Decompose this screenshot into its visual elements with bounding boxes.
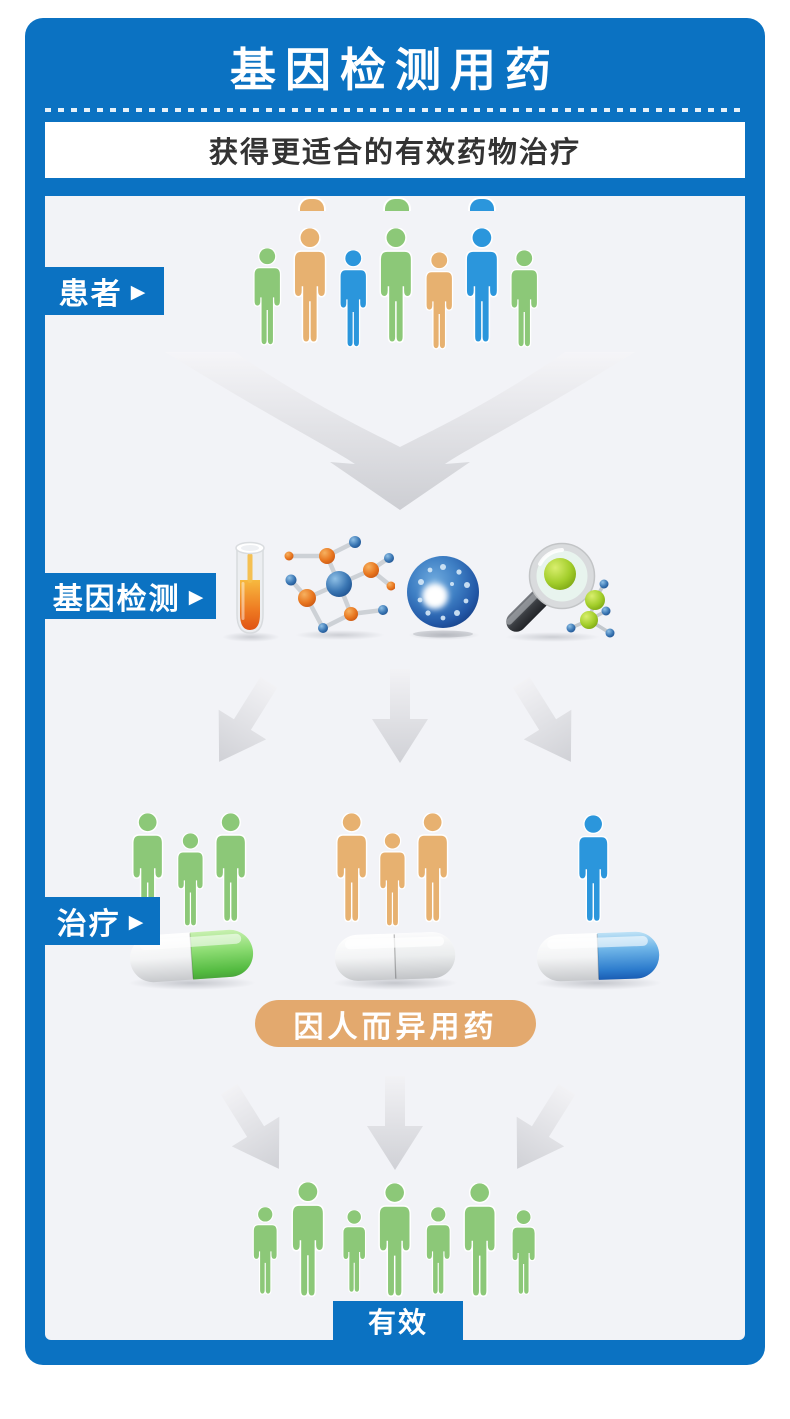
treatment-label-text: 治疗 <box>56 908 121 941</box>
green-capsule <box>129 929 254 983</box>
magnifier-molecule-icon <box>506 542 615 638</box>
subtitle-text: 获得更适合的有效药物治疗 <box>208 137 581 169</box>
white-capsule <box>334 932 456 981</box>
treatment-label: 治疗 ▶ <box>40 897 160 945</box>
molecule-network-icon <box>284 536 395 633</box>
person-icon <box>208 813 253 925</box>
person-icon <box>458 228 506 346</box>
icon-shadow <box>295 630 385 640</box>
individualized-badge: 因人而异用药 <box>255 1000 536 1047</box>
down-arrow-icon <box>367 1076 423 1170</box>
blue-capsule <box>536 931 660 982</box>
right-triangle-icon: ▶ <box>128 911 144 933</box>
person-icon <box>329 813 374 925</box>
down-arrow-icon <box>372 669 428 763</box>
person-head-top <box>383 197 411 211</box>
person-head-top <box>468 197 496 211</box>
person-icon <box>286 228 334 346</box>
gene-testing-label: 基因检测 ▶ <box>40 573 216 619</box>
person-icon <box>571 815 616 925</box>
effective-label: 有效 <box>333 1301 463 1341</box>
person-icon <box>419 252 460 352</box>
person-icon <box>373 833 412 929</box>
person-icon <box>337 1210 371 1295</box>
effective-label-text: 有效 <box>367 1307 428 1338</box>
person-icon <box>247 1207 283 1297</box>
icon-shadow <box>222 632 280 642</box>
person-icon <box>506 1210 541 1297</box>
funnel-arrow-icon <box>165 352 635 510</box>
person-icon <box>247 248 288 348</box>
icon-shadow <box>408 630 480 640</box>
person-icon <box>456 1183 503 1300</box>
cell-dish-icon <box>407 556 479 638</box>
icon-shadow <box>505 632 600 642</box>
right-triangle-icon: ▶ <box>188 586 204 608</box>
person-head-top <box>298 197 326 211</box>
individualized-badge-text: 因人而异用药 <box>293 1010 498 1044</box>
right-triangle-icon: ▶ <box>130 281 146 303</box>
person-icon <box>410 813 455 925</box>
patients-label-text: 患者 <box>58 278 123 311</box>
person-icon <box>372 228 420 346</box>
person-icon <box>420 1207 456 1297</box>
person-icon <box>371 1183 418 1300</box>
test-tube-icon <box>235 541 265 634</box>
person-icon <box>284 1182 332 1300</box>
person-icon <box>171 833 210 929</box>
subtitle-bar: 获得更适合的有效药物治疗 <box>45 122 745 178</box>
page-title: 基因检测用药 <box>230 44 560 96</box>
person-icon <box>333 250 374 350</box>
patients-label: 患者 ▶ <box>40 267 164 315</box>
dotted-divider <box>45 108 745 112</box>
gene-testing-label-text: 基因检测 <box>52 583 181 616</box>
person-icon <box>504 250 545 350</box>
